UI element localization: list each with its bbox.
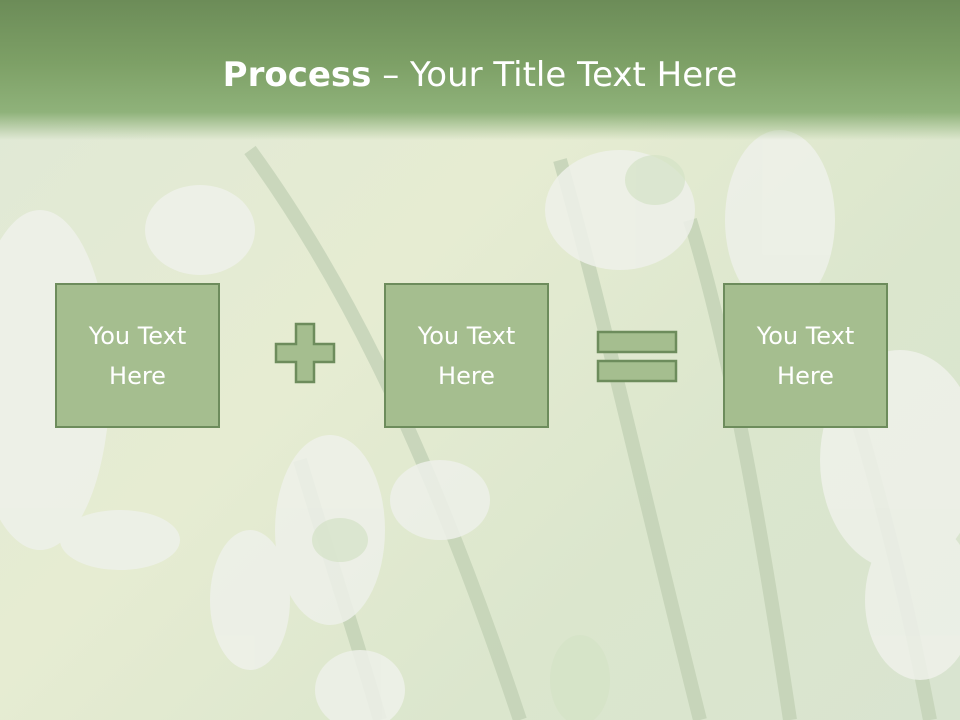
- title-bar: [0, 0, 960, 140]
- process-box-2[interactable]: You Text Here: [384, 283, 549, 428]
- process-box-3-text: You Text Here: [756, 321, 855, 390]
- title-text: Your Title Text Here: [410, 55, 738, 95]
- title-bold-word: Process: [222, 55, 372, 95]
- slide-title[interactable]: Process – Your Title Text Here: [0, 50, 960, 100]
- process-box-2-text: You Text Here: [417, 321, 516, 390]
- process-box-3[interactable]: You Text Here: [723, 283, 888, 428]
- plus-icon: [274, 322, 336, 384]
- process-box-1-text: You Text Here: [88, 321, 187, 390]
- equals-icon: [596, 330, 678, 383]
- title-separator: –: [371, 55, 411, 95]
- process-box-1[interactable]: You Text Here: [55, 283, 220, 428]
